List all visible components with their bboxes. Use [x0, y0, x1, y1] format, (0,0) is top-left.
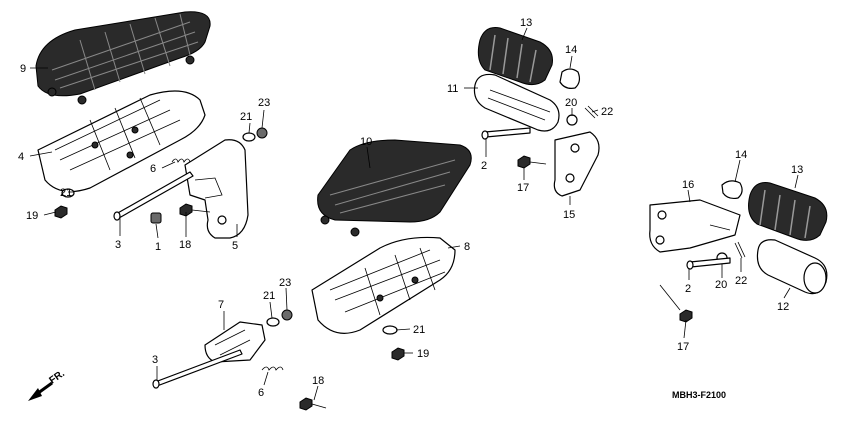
callout-22-upper: 22 — [601, 106, 613, 118]
callout-15: 15 — [563, 209, 575, 221]
callout-labels: 9 4 21 23 6 21 19 3 1 18 5 10 8 7 21 23 … — [18, 17, 803, 399]
callout-21-center-right: 21 — [413, 324, 425, 336]
footpeg-bracket-upper — [553, 131, 600, 197]
callout-8: 8 — [464, 241, 470, 253]
callout-19-left: 19 — [26, 210, 38, 222]
footpeg-bracket-lower — [649, 199, 741, 253]
bolt-center-lower — [299, 397, 327, 411]
washer-left-upper — [242, 132, 256, 142]
footpeg-plate-upper — [559, 68, 581, 89]
callout-18-lower: 18 — [312, 375, 324, 387]
cotter-pin-upper — [584, 105, 599, 119]
front-direction-arrow: FR. — [28, 368, 67, 401]
washer-left-side — [61, 188, 75, 198]
callout-14-lower: 14 — [735, 149, 747, 161]
callout-11: 11 — [447, 83, 458, 95]
rubber-footboard-pad-center — [317, 139, 472, 237]
callout-16: 16 — [682, 179, 694, 191]
callout-23-upper: 23 — [258, 97, 270, 109]
footpeg-upper — [473, 73, 560, 132]
callout-19-center: 19 — [417, 348, 429, 360]
nut-center-lower — [281, 309, 293, 321]
footboard-base-center — [311, 236, 456, 334]
footpeg-lower — [756, 239, 828, 295]
callout-23-center: 23 — [279, 277, 291, 289]
washer-center-lower — [266, 317, 280, 327]
washer-upper-right — [566, 114, 578, 126]
leader-lines — [29, 27, 799, 401]
callout-20-lower: 20 — [715, 279, 727, 291]
callout-21-upper: 21 — [240, 111, 252, 123]
diagram-code: MBH3-F2100 — [672, 390, 726, 400]
footpeg-rubber-lower — [748, 182, 828, 241]
bolt-left-side — [54, 205, 68, 219]
nut-left-upper — [256, 127, 268, 139]
callout-13-lower: 13 — [791, 164, 803, 176]
bolt-left-upper — [179, 203, 211, 217]
bolt-lower-right — [659, 284, 693, 323]
callout-6-lower: 6 — [258, 387, 264, 399]
footpeg-plate-lower — [721, 180, 743, 200]
callout-5: 5 — [232, 240, 238, 252]
callout-4: 4 — [18, 151, 24, 163]
callout-2-upper: 2 — [481, 160, 487, 172]
pin-lower — [686, 257, 731, 270]
callout-21-center: 21 — [263, 290, 275, 302]
pivot-pin-left-upper — [113, 171, 194, 221]
callout-17-lower: 17 — [677, 341, 689, 353]
spring-center-lower — [261, 366, 284, 371]
spring-left-upper — [171, 158, 191, 163]
callout-20-upper: 20 — [565, 97, 577, 109]
callout-12: 12 — [777, 301, 789, 313]
callout-6-upper: 6 — [150, 163, 156, 175]
callout-9: 9 — [20, 63, 26, 75]
pivot-pin-center-lower — [152, 349, 243, 389]
callout-7: 7 — [218, 299, 224, 311]
cotter-pin-lower — [734, 241, 746, 259]
callout-1: 1 — [155, 241, 161, 253]
callout-2-lower: 2 — [685, 283, 691, 295]
callout-10: 10 — [360, 136, 372, 148]
callout-14-upper: 14 — [565, 44, 577, 56]
collar — [150, 212, 162, 224]
callout-18-upper: 18 — [179, 239, 191, 251]
callout-13-upper: 13 — [520, 17, 532, 29]
callout-22-lower: 22 — [735, 275, 747, 287]
bolt-upper-right — [517, 155, 547, 169]
callout-3-lower: 3 — [152, 354, 158, 366]
callout-21-left: 21 — [60, 187, 72, 199]
callout-17-upper: 17 — [517, 182, 529, 194]
pin-upper — [481, 127, 531, 140]
bolt-center-right — [391, 347, 405, 361]
footboard-base-left — [37, 90, 206, 193]
rubber-footboard-pad-left — [35, 11, 211, 105]
washer-center-right — [382, 325, 398, 335]
footboard-bracket-left — [184, 139, 249, 239]
footpeg-rubber-upper — [477, 27, 553, 86]
callout-3-upper: 3 — [115, 239, 121, 251]
